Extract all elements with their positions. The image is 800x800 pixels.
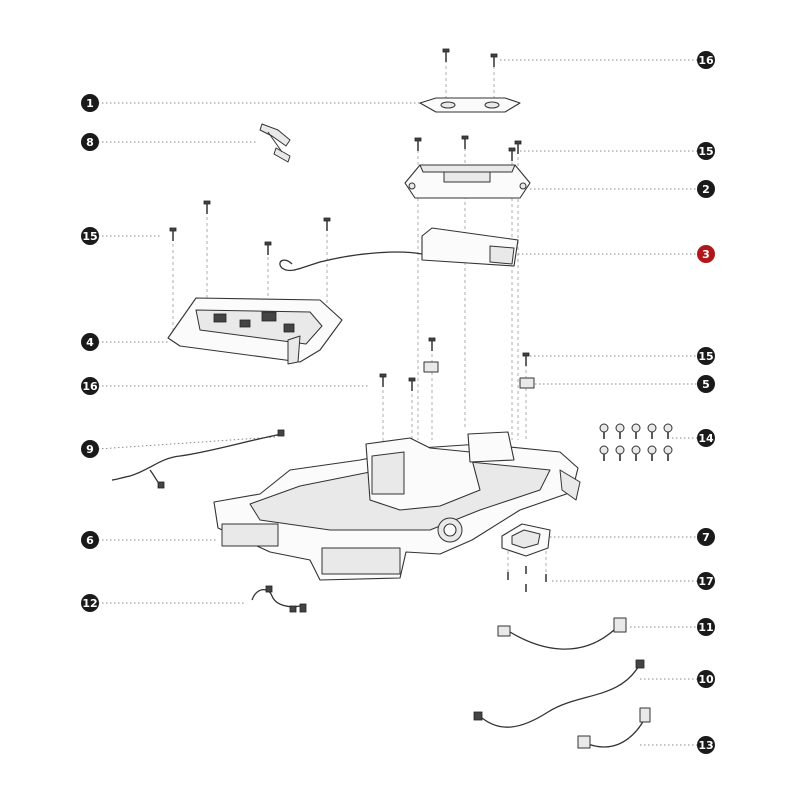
part-4-control-board [167,297,343,365]
callout-4: 4 [81,333,99,351]
clip [631,445,641,461]
callout-14: 14 [697,429,715,447]
callout-6-circle [81,531,99,549]
callout-16-top-circle [697,51,715,69]
callout-4-circle [81,333,99,351]
callout-15-bracket: 15 [697,347,715,365]
callout-12-circle [81,594,99,612]
callout-4-label: 4 [86,336,94,349]
callout-9: 9 [81,440,99,458]
callout-15-cover-circle [697,142,715,160]
callout-3-circle [697,245,715,263]
part-14-clips [599,423,673,461]
callout-17-circle [697,572,715,590]
callout-6: 6 [81,531,99,549]
callout-5: 5 [697,375,715,393]
callout-9-label: 9 [86,443,94,456]
callout-16-top: 16 [697,51,715,69]
callout-15-pcb-circle [81,227,99,245]
callout-16-middle-label: 16 [82,380,98,393]
part-5-brackets [423,361,535,389]
part-1-gasket [419,97,521,113]
callout-16-middle: 16 [81,377,99,395]
callouts: 1 2 3 4 5 6 7 8 [81,51,715,754]
callout-15-cover: 15 [697,142,715,160]
part-16-screws-middle [379,337,530,391]
callout-5-label: 5 [702,378,710,391]
callout-1: 1 [81,94,99,112]
callout-14-label: 14 [698,432,714,445]
leader-lines [97,59,698,746]
clip [663,423,673,439]
part-10-cable [473,659,645,728]
callout-15-pcb-label: 15 [82,230,97,243]
part-17-screws [507,566,547,592]
callout-13-label: 13 [698,739,713,752]
callout-1-circle [81,94,99,112]
part-15-screws-pcb [169,200,331,255]
part-3-battery-pack [279,227,519,272]
callout-17: 17 [697,572,715,590]
callout-10-circle [697,670,715,688]
callout-11-circle [697,618,715,636]
callout-10: 10 [697,670,715,688]
callout-15-bracket-label: 15 [698,350,713,363]
part-16-screws-top [442,48,498,67]
callout-15-bracket-circle [697,347,715,365]
clip [599,423,609,439]
part-15-screws-cover [414,135,522,161]
part-13-connector [577,707,651,749]
callout-17-label: 17 [698,575,713,588]
callout-3-label: 3 [702,248,710,261]
clip [599,445,609,461]
callout-15-cover-label: 15 [698,145,713,158]
callout-2-circle [697,180,715,198]
part-8-connector [259,123,291,163]
callout-7-label: 7 [702,531,710,544]
callout-14-circle [697,429,715,447]
clip [647,445,657,461]
callout-15-pcb: 15 [81,227,99,245]
callout-8-label: 8 [86,136,94,149]
callout-5-circle [697,375,715,393]
part-11-cable [497,617,627,650]
part-12-cable [251,585,307,613]
callout-12-label: 12 [82,597,97,610]
callout-7-circle [697,528,715,546]
callout-11-label: 11 [698,621,713,634]
callout-12: 12 [81,594,99,612]
callout-11: 11 [697,618,715,636]
callout-8: 8 [81,133,99,151]
callout-7: 7 [697,528,715,546]
clip [615,445,625,461]
callout-13-circle [697,736,715,754]
callout-1-label: 1 [86,97,94,110]
callout-3: 3 [697,245,715,263]
callout-9-circle [81,440,99,458]
part-9-sensor-cable [111,429,285,489]
clip [615,423,625,439]
part-7-switch-plate [501,523,551,557]
callout-10-label: 10 [698,673,714,686]
callout-2-label: 2 [702,183,710,196]
callout-2: 2 [697,180,715,198]
clip [663,445,673,461]
part-2-top-cover [404,164,531,199]
clip [631,423,641,439]
clip [647,423,657,439]
callout-6-label: 6 [86,534,94,547]
part-6-chassis [213,431,581,581]
callout-13: 13 [697,736,715,754]
callout-16-top-label: 16 [698,54,714,67]
callout-16-middle-circle [81,377,99,395]
callout-8-circle [81,133,99,151]
